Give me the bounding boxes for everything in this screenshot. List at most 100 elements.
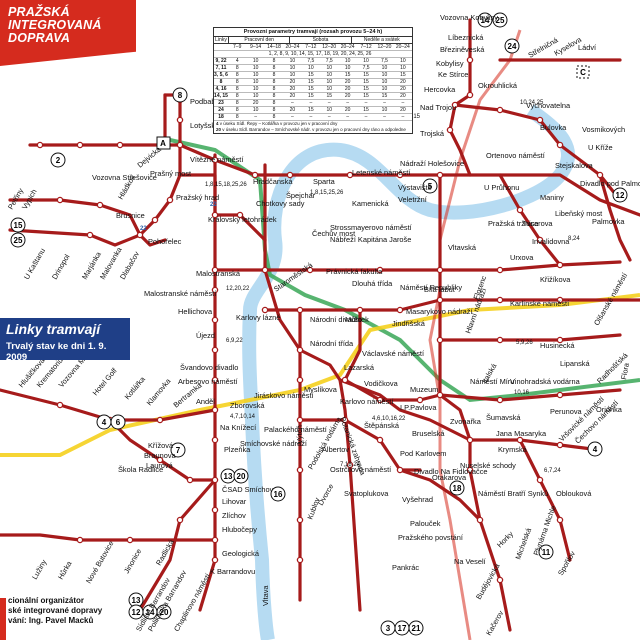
lines-hint-22-brusnice: 22: [210, 202, 217, 208]
table-group-weekday: Pracovní den: [228, 37, 289, 43]
stop-braunova: Braunova: [144, 451, 177, 460]
table-cell: –: [383, 114, 386, 120]
lines-hint-albertov: 7,18,24: [340, 462, 361, 468]
table-cell: 20: [344, 79, 351, 85]
footer-line-3: vání: Ing. Pavel Macků: [8, 616, 94, 625]
stop-andel: Anděl: [196, 397, 215, 406]
stop-kacerov: Kačerov: [484, 609, 506, 637]
lines-hint-palmovka: 8,24: [568, 236, 580, 242]
table-cell: 8: [272, 86, 276, 92]
table-cell: 10: [326, 72, 333, 78]
table-cell: 10: [326, 65, 333, 71]
table-cell: 15: [308, 86, 314, 92]
stop-arbesovo-namesti: Arbesovo náměstí: [178, 377, 239, 386]
table-groups: Linky Pracovní den Sobota Neděle a sváte…: [214, 37, 412, 44]
stop-vosmikovych: Vosmikových: [582, 125, 625, 134]
table-cell: 10: [252, 107, 259, 113]
stop-kobylisy: Kobylisy: [436, 59, 464, 68]
stop-lotysska: Lotyšská: [190, 121, 220, 130]
stop-pohorelec: Pohořelec: [148, 237, 182, 246]
table-header-lines-row: 1, 2, 8, 9, 10, 14, 15, 17, 18, 19, 20, …: [214, 51, 412, 58]
svg-text:13: 13: [224, 472, 233, 481]
table-cell: 10: [381, 79, 388, 85]
stop-myslikova: Myslíkova: [304, 385, 338, 394]
table-note-1: 4 v úseku Sídl. Řepy – Kotlářka v provoz…: [216, 121, 338, 126]
stop-vozovna-kobylisy: Vozovna Kobylisy: [440, 13, 498, 22]
stop-vychovatelna: Vychovatelna: [526, 101, 571, 110]
stop-prasny-most: Prašný most: [150, 169, 191, 178]
stop-u-krize: U Kříže: [588, 143, 613, 152]
stop-u-pruhonu: U Průhonu: [484, 183, 519, 192]
logo-line-3: DOPRAVA: [8, 31, 71, 45]
table-cell: 15: [344, 72, 351, 78]
metro-line-c: [428, 29, 522, 640]
table-note-2: 20 v úseku Sídl. Barrandov – Smíchovské …: [216, 127, 406, 132]
table-cell: 10: [344, 65, 351, 71]
stop-dlouha-trida: Dlouhá třída: [352, 279, 393, 288]
table-hour-cell: 20–24: [395, 44, 410, 50]
svg-text:24: 24: [508, 42, 517, 51]
stop-geologicka: Geologická: [222, 549, 260, 558]
stop-krizova: Křížová: [148, 441, 174, 450]
line-markers: 8 A 2 15 25 5 14 25 24 C 12 4 6 7 13 20 …: [10, 12, 628, 636]
stop-zborovska: Zborovská: [230, 401, 265, 410]
svg-text:2: 2: [56, 156, 61, 165]
stop-ip-pavlova: I.P.Pavlova: [400, 403, 437, 412]
stop-horky: Horky: [495, 529, 515, 549]
table-cell: 10: [400, 58, 406, 64]
table-cell: 8: [235, 72, 239, 78]
stop-orionka: Orionka: [596, 405, 623, 414]
stop-ke-stirce: Ke Stírce: [438, 70, 468, 79]
stop-hercovka: Hercovka: [424, 85, 456, 94]
stop-krizikova: Křižíkova: [540, 275, 571, 284]
svg-text:7: 7: [176, 446, 181, 455]
table-cell: 10: [381, 65, 388, 71]
table-cell: 15: [363, 107, 369, 113]
stop-michelska: Michelská: [513, 526, 533, 561]
stop-vltavska: Vltavská: [448, 243, 477, 252]
table-group-sunday: Neděle a svátek: [350, 37, 412, 43]
table-hour-cell: 20–24: [340, 44, 355, 50]
stop-vodickova: Vodičkova: [364, 379, 399, 388]
stop-libensky-most: Libeňský most: [555, 209, 602, 218]
stop-brusnice: Brusnice: [116, 211, 145, 220]
svg-text:3: 3: [386, 624, 391, 633]
lines-hint-hradcanska: 1,8,15,18,25,26: [205, 182, 247, 188]
stop-palackeho-namesti: Palackého náměstí: [264, 425, 328, 434]
table-cell: 8: [235, 100, 239, 106]
table-cell: –: [309, 114, 313, 120]
table-cell: 10: [289, 58, 296, 64]
table-cell: 10: [289, 65, 296, 71]
stop-muzeum: Muzeum: [410, 385, 438, 394]
stop-paloucek: Palouček: [410, 519, 441, 528]
stop-dejvicka: Dejvická: [136, 144, 164, 169]
table-hour-cell: 14–18: [267, 44, 281, 50]
stop-u-kastanu: U Kaštanu: [22, 247, 47, 281]
table-cell: 20: [289, 93, 296, 99]
stop-hellichova: Hellichova: [178, 307, 213, 316]
footer-credits: cionální organizátor ské integrované dop…: [8, 596, 102, 626]
table-cell: 20: [400, 79, 406, 85]
svg-text:17: 17: [398, 624, 407, 633]
table-cell: 8: [272, 93, 276, 99]
table-cell: 8: [272, 79, 276, 85]
lines-hint-vychovatelna: 10,24,25: [520, 100, 544, 106]
lines-hint-sparta: 1,8,15,25,26: [310, 190, 344, 196]
table-cell: 15: [326, 93, 333, 99]
table-row-line: 9, 22: [215, 58, 227, 64]
stop-malostranske-namesti: Malostranské náměstí: [144, 289, 217, 298]
table-cell: 10: [344, 58, 351, 64]
stop-oblouckova: Oblouková: [556, 489, 592, 498]
table-cell: 10: [326, 79, 333, 85]
table-hour-cell: 7–12: [360, 44, 372, 50]
stop-ujezd: Újezd: [196, 331, 215, 340]
stop-prazska-trznice: Pražská tržnice: [488, 219, 539, 228]
logo-line-2: INTEGROVANÁ: [8, 18, 102, 32]
svg-text:16: 16: [274, 490, 283, 499]
